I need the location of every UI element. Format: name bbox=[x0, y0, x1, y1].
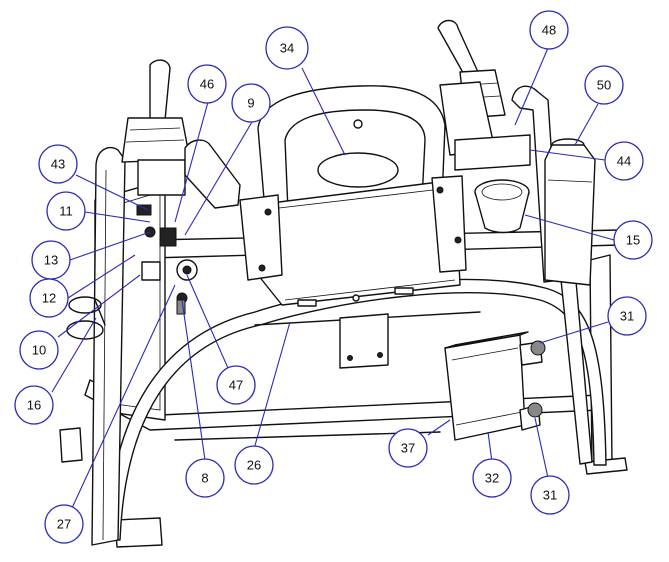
callout-47: 47 bbox=[216, 365, 256, 405]
callout-31-top: 31 bbox=[607, 296, 647, 336]
callout-46: 46 bbox=[187, 64, 227, 104]
callout-label: 44 bbox=[617, 154, 631, 169]
callout-label: 48 bbox=[542, 23, 556, 38]
callout-label: 26 bbox=[247, 458, 261, 473]
electrical-box bbox=[444, 331, 546, 441]
callout-label: 32 bbox=[485, 471, 499, 486]
right-joystick bbox=[437, 19, 531, 171]
callout-13: 13 bbox=[31, 240, 71, 280]
callout-32: 32 bbox=[472, 458, 512, 498]
left-armrest bbox=[184, 139, 241, 209]
callout-44: 44 bbox=[604, 141, 644, 181]
callout-label: 12 bbox=[42, 291, 56, 306]
callout-label: 46 bbox=[200, 77, 214, 92]
callout-label: 50 bbox=[597, 78, 611, 93]
callout-label: 16 bbox=[27, 398, 41, 413]
callout-label: 15 bbox=[626, 233, 640, 248]
callout-label: 27 bbox=[57, 517, 71, 532]
callout-27: 27 bbox=[44, 504, 84, 544]
callout-10: 10 bbox=[19, 330, 59, 370]
callout-label: 9 bbox=[247, 96, 254, 111]
callout-8: 8 bbox=[185, 458, 225, 498]
callout-label: 43 bbox=[51, 157, 65, 172]
callouts: 34 48 46 9 50 43 44 11 15 13 12 31 10 47… bbox=[14, 10, 653, 544]
cup-holder bbox=[474, 179, 530, 234]
bottle-holder bbox=[544, 138, 596, 286]
callout-label: 13 bbox=[44, 253, 58, 268]
callout-48: 48 bbox=[529, 10, 569, 50]
callout-label: 34 bbox=[280, 41, 294, 56]
callout-50: 50 bbox=[584, 65, 624, 105]
callout-16: 16 bbox=[14, 385, 54, 425]
callout-label: 47 bbox=[229, 378, 243, 393]
callout-label: 31 bbox=[620, 309, 634, 324]
callout-26: 26 bbox=[234, 445, 274, 485]
callout-11: 11 bbox=[46, 191, 86, 231]
callout-label: 37 bbox=[401, 441, 415, 456]
callout-34: 34 bbox=[265, 26, 309, 70]
callout-31-bottom: 31 bbox=[530, 475, 570, 515]
callout-12: 12 bbox=[29, 278, 69, 318]
callout-9: 9 bbox=[231, 83, 271, 123]
left-panel-controls bbox=[66, 204, 198, 340]
callout-label: 31 bbox=[543, 488, 557, 503]
callout-15: 15 bbox=[613, 220, 653, 260]
leader-lines bbox=[51, 47, 615, 509]
callout-label: 10 bbox=[32, 343, 46, 358]
callout-label: 8 bbox=[201, 471, 208, 486]
callout-label: 11 bbox=[59, 204, 73, 219]
callout-43: 43 bbox=[38, 144, 78, 184]
seat bbox=[239, 85, 467, 307]
callout-37: 37 bbox=[388, 428, 428, 468]
mounting-plate bbox=[339, 313, 389, 369]
left-joystick bbox=[121, 59, 191, 196]
